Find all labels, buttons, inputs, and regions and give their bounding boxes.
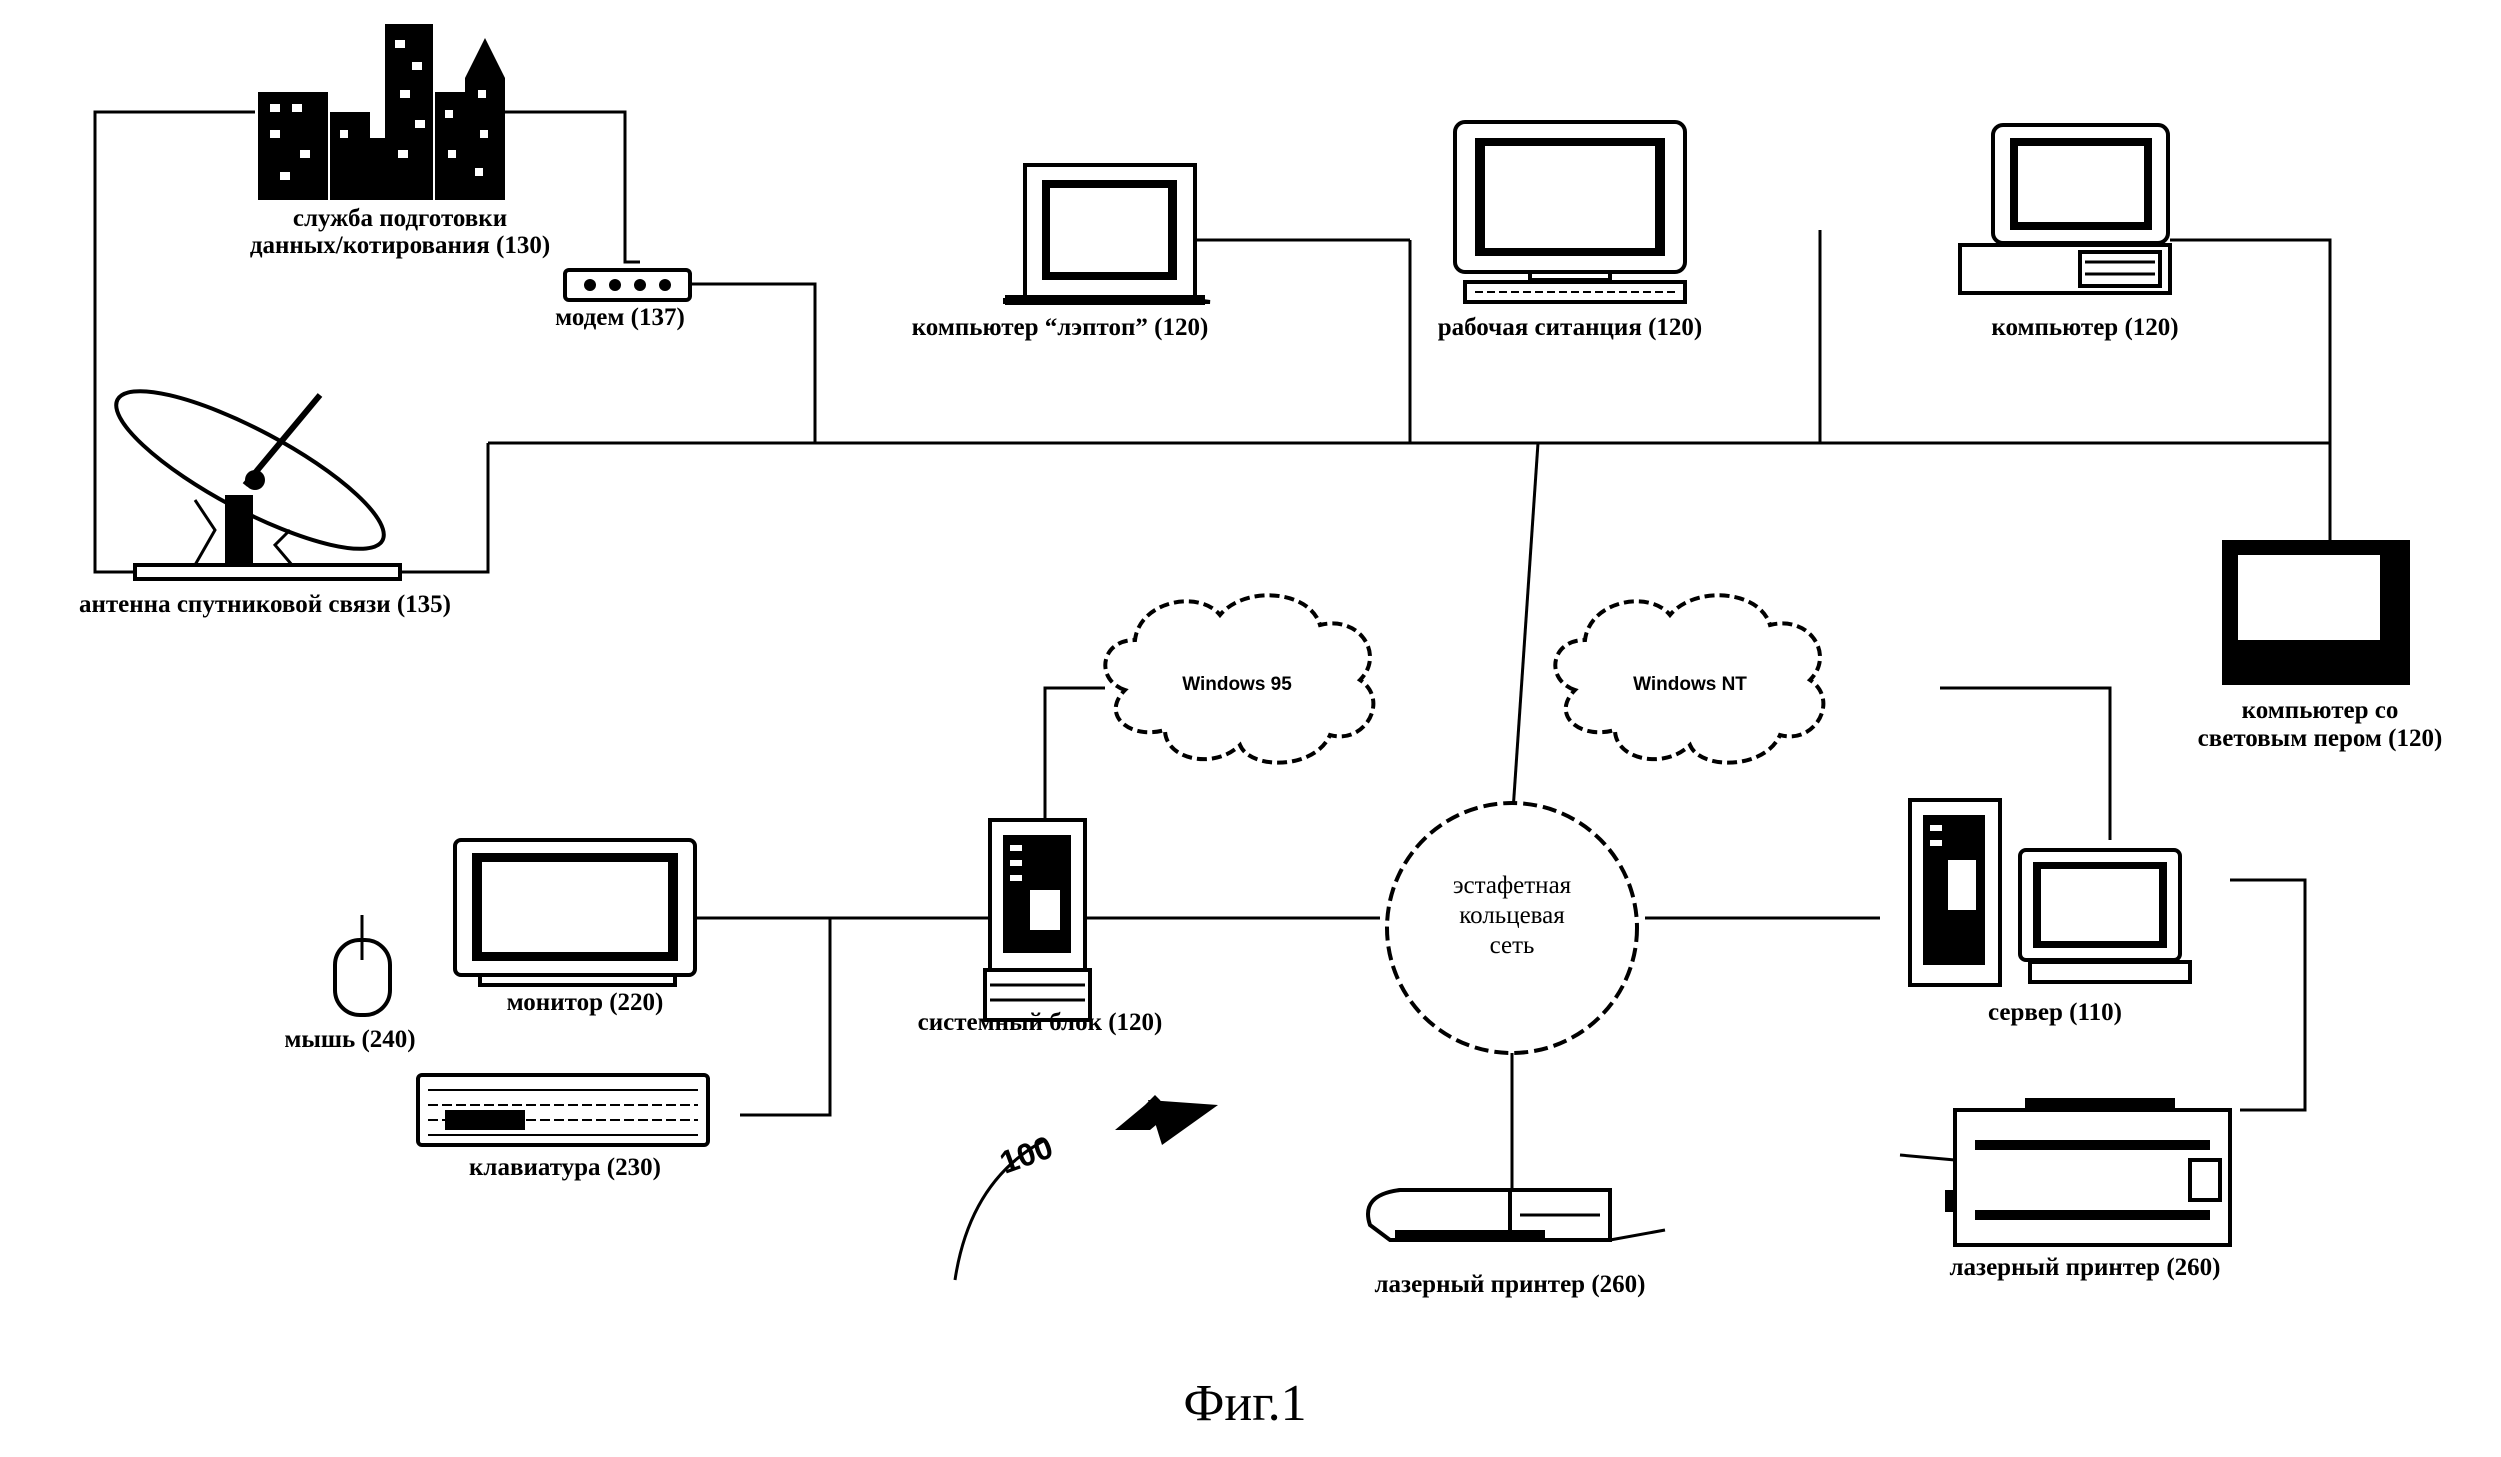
label-laptop: компьютер “лэптоп” (120) (912, 314, 1209, 341)
ring-network-icon (1385, 801, 1639, 1055)
monitor-icon (453, 838, 697, 987)
label-modem: модем (137) (555, 304, 685, 331)
mouse-icon (333, 915, 392, 1017)
wire-winnt-server (1940, 686, 2112, 840)
label-cloud-win95: Windows 95 (1182, 674, 1292, 695)
label-pen-computer-2: световым пером (120) (2198, 725, 2443, 752)
desktop-computer-icon (1958, 123, 2172, 295)
satellite-dish-icon (114, 389, 402, 581)
laptop-icon (1003, 163, 1211, 305)
cloud-icon (1103, 593, 1376, 765)
label-quote-service-1: служба подготовки (293, 205, 507, 232)
laser-printer-icon (1899, 1098, 2232, 1247)
wire-tower-win95 (1043, 686, 1105, 820)
label-mouse: мышь (240) (284, 1026, 415, 1053)
arrow-icon (953, 1095, 1218, 1281)
workstation-icon (1453, 120, 1687, 304)
connection-lines (93, 110, 2332, 1190)
wire-pen-computer (2170, 238, 2332, 540)
wire-modem-backbone (690, 282, 817, 443)
label-reference-number: 100 (995, 1129, 1057, 1181)
label-ring-1: эстафетная (1453, 872, 1572, 899)
label-computer: компьютер (120) (1991, 314, 2178, 341)
label-pen-computer-1: компьютер со (2242, 697, 2399, 724)
wire-buildings-modem (500, 110, 640, 264)
figure-caption: Фиг.1 (1183, 1375, 1306, 1432)
modem-icon (563, 268, 692, 302)
keyboard-icon (416, 1073, 710, 1147)
label-ring-2: кольцевая (1459, 902, 1565, 929)
tower-computer-icon (983, 818, 1092, 1022)
cloud-icon (1553, 593, 1826, 765)
label-server: сервер (110) (1988, 999, 2122, 1026)
city-buildings-icon (258, 24, 505, 200)
label-printer-center: лазерный принтер (260) (1375, 1271, 1646, 1298)
wire-backbone-ring (1508, 442, 1540, 856)
label-workstation: рабочая ситанция (120) (1438, 314, 1703, 341)
wire-keyboard (740, 918, 832, 1117)
label-cloud-winnt: Windows NT (1633, 674, 1747, 695)
label-monitor: монитор (220) (507, 989, 664, 1016)
label-quote-service-2: данных/котирования (130) (250, 232, 550, 259)
label-ring-3: сеть (1490, 932, 1535, 959)
label-satellite: антенна спутниковой связи (135) (79, 591, 451, 618)
pen-computer-icon (2222, 540, 2410, 685)
wire-antenna-backbone (400, 443, 490, 574)
wire-buildings-antenna (93, 110, 255, 574)
label-keyboard: клавиатура (230) (469, 1154, 661, 1181)
label-system-unit: системный блок (120) (918, 1009, 1163, 1036)
laser-printer-icon (1366, 1188, 1666, 1242)
label-printer-right: лазерный принтер (260) (1950, 1254, 2221, 1281)
server-icon (1908, 798, 2192, 987)
wire-server-printer (2230, 878, 2307, 1112)
